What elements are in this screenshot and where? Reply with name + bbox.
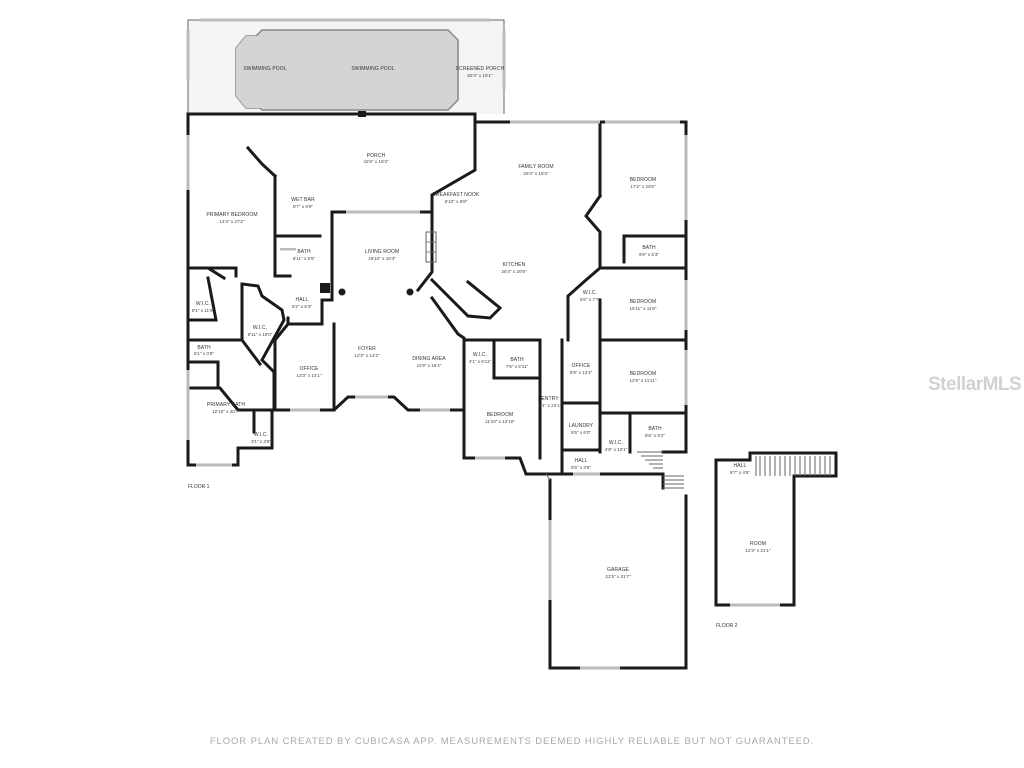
primary-bedroom-label: PRIMARY BEDROOM <box>206 212 257 218</box>
living-room-dims: 18'10" x 16'4" <box>368 256 396 261</box>
family-room-label: FAMILY ROOM <box>518 164 553 170</box>
primary-bath-label: PRIMARY BATH <box>207 402 245 408</box>
wic-3-dims: 5'6" x 7'7" <box>580 297 600 302</box>
bath-ne-label: BATH <box>642 245 656 251</box>
watermark-logo: StellarMLS <box>928 374 1022 395</box>
hall-up-dims: 6'7" x 4'6" <box>730 470 750 475</box>
primary-bedroom-dims: 14'4" x 27'2" <box>219 219 245 224</box>
bath-3-dims: 7'5" x 5'11" <box>506 364 529 369</box>
bedroom-s-dims: 11'10" x 12'10" <box>485 419 515 424</box>
swimming-pool-shape <box>235 29 459 111</box>
breakfast-nook-label: BREAKFAST NOOK <box>433 192 480 198</box>
laundry-dims: 6'5" x 6'0" <box>571 430 591 435</box>
foyer-dims: 12'2" x 14'2" <box>354 353 380 358</box>
breakfast-nook-dims: 6'10" x 6'8" <box>445 199 468 204</box>
bath-4-label: BATH <box>648 426 662 432</box>
bath-3-label: BATH <box>510 357 524 363</box>
primary-bath-dims: 12'10" x 20'7" <box>212 409 240 414</box>
wic-4-label: W.I.C. <box>473 352 487 358</box>
garage-walls <box>545 473 688 670</box>
hall-1-dims: 8'2" x 6'3" <box>292 304 312 309</box>
swimming-pool-small-label: SWIMMING POOL <box>243 66 286 72</box>
bedroom-ne-dims: 17'2" x 23'6" <box>630 184 656 189</box>
floor-2-label: FLOOR 2 <box>716 623 738 629</box>
bedroom-e1-label: BEDROOM <box>630 299 657 305</box>
office-2-dims: 8'9" x 12'4" <box>570 370 593 375</box>
floor-2-walls <box>714 451 838 607</box>
bath-1-dims: 5'11" x 5'5" <box>293 256 316 261</box>
garage-dims: 21'5" x 31'7" <box>605 574 631 579</box>
wic-6-dims: 4'9" x 10'1" <box>605 447 628 452</box>
fixtures <box>280 111 437 296</box>
hall-2-label: HALL <box>575 458 588 464</box>
bath-ne-dims: 9'8" x 5'3" <box>639 252 659 257</box>
laundry-label: LAUNDRY <box>569 423 594 429</box>
porch-dims: 42'6" x 16'3" <box>363 159 389 164</box>
wic-5-dims: 3'1" x 3'8" <box>251 439 271 444</box>
footer-disclaimer: FLOOR PLAN CREATED BY CUBICASA APP. MEAS… <box>209 736 815 747</box>
garage-label: GARAGE <box>607 567 630 573</box>
bath-4-dims: 8'6" x 6'2" <box>645 433 665 438</box>
wic-2-label: W.I.C. <box>253 325 267 331</box>
foyer-label: FOYER <box>358 346 376 352</box>
windows <box>186 120 688 476</box>
room-labels: SWIMMING POOL SWIMMING POOL SCREENED POR… <box>192 66 771 579</box>
screened-porch-label: SCREENED PORCH <box>456 66 505 72</box>
floor-1-label: FLOOR 1 <box>188 484 210 490</box>
entry-dims: 7'1" x 22'1" <box>539 403 562 408</box>
wet-bar-dims: 8'7" x 6'9" <box>293 204 313 209</box>
hall-1-label: HALL <box>296 297 309 303</box>
porch-label: PORCH <box>367 153 386 159</box>
kitchen-label: KITCHEN <box>503 262 526 268</box>
wet-bar-label: WET BAR <box>291 197 315 203</box>
wic-1-label: W.I.C. <box>196 301 210 307</box>
hall-2-dims: 6'5" x 3'8" <box>571 465 591 470</box>
swimming-pool-label: SWIMMING POOL <box>351 66 394 72</box>
office-1-label: OFFICE <box>300 366 319 372</box>
bath-2-dims: 6'1" x 3'8" <box>194 351 214 356</box>
wic-3-label: W.I.C. <box>583 290 597 296</box>
office-1-dims: 13'3" x 14'1" <box>296 373 322 378</box>
wic-2-dims: 9'11" x 10'0" <box>248 332 273 337</box>
office-2-label: OFFICE <box>572 363 591 369</box>
bedroom-e1-dims: 15'11" x 11'6" <box>629 306 656 311</box>
living-room-label: LIVING ROOM <box>365 249 399 255</box>
dining-area-dims: 11'9" x 16'4" <box>417 363 442 368</box>
stairs-floor-1 <box>637 451 684 489</box>
family-room-dims: 25'4" x 15'3" <box>523 171 549 176</box>
hall-up-label: HALL <box>734 463 747 469</box>
bedroom-e2-dims: 12'5" x 11'11" <box>629 378 656 383</box>
bedroom-ne-label: BEDROOM <box>630 177 657 183</box>
wic-6-label: W.I.C. <box>609 440 623 446</box>
dining-area-label: DINING AREA <box>412 356 446 362</box>
wic-1-dims: 9'1" x 11'9" <box>192 308 215 313</box>
bedroom-s-label: BEDROOM <box>487 412 514 418</box>
wic-4-dims: 4'1" x 6'11" <box>469 359 492 364</box>
wic-5-label: W.I.C. <box>254 432 268 438</box>
entry-label: ENTRY <box>541 396 559 402</box>
room-up-dims: 12'3" x 21'1" <box>745 548 771 553</box>
screened-porch-dims: 82'4" x 18'1" <box>467 73 493 78</box>
room-up-label: ROOM <box>750 541 766 547</box>
bath-2-label: BATH <box>197 345 211 351</box>
kitchen-dims: 26'4" x 20'9" <box>501 269 527 274</box>
bedroom-e2-label: BEDROOM <box>630 371 657 377</box>
bath-1-label: BATH <box>297 249 311 255</box>
